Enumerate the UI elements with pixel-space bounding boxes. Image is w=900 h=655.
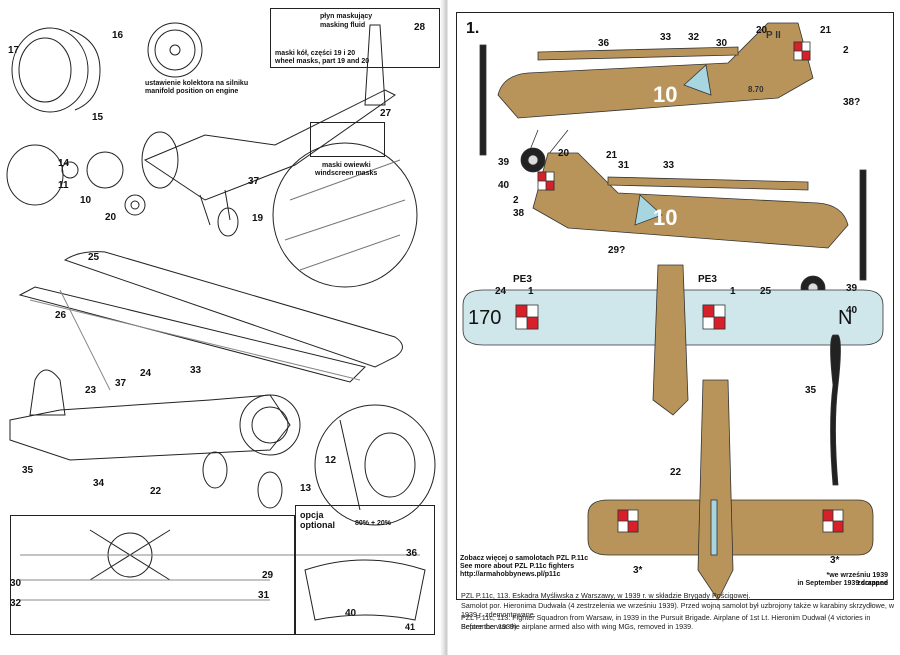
part-number: 35 <box>22 465 34 476</box>
callout: 25 <box>760 286 772 297</box>
see-more-en: See more about PZL P.11c fighters <box>460 563 575 570</box>
part-number: 40 <box>345 608 357 619</box>
option-en: optional <box>300 520 335 530</box>
tail-code: P II <box>766 30 781 41</box>
part-number: 10 <box>80 195 92 206</box>
assembly-page: płyn maskujący masking fluid maski kół, … <box>0 0 445 655</box>
callout: 31 <box>618 160 630 171</box>
paint-mix: 80% + 20% <box>355 520 391 527</box>
scheme-frame <box>456 12 894 600</box>
painting-drawings <box>462 22 884 601</box>
callout: 24 <box>495 286 507 297</box>
callout: 32 <box>688 32 700 43</box>
callout: 39 <box>498 157 510 168</box>
callout: 21 <box>606 150 618 161</box>
part-number: 16 <box>112 30 124 41</box>
part-number: 11 <box>58 180 69 191</box>
part-number: 25 <box>88 252 100 263</box>
callout: 38? <box>843 97 861 108</box>
callout: PE3 <box>698 274 717 285</box>
description-pl-1: PZL P.11c, 113. Eskadra Myśliwska z Wars… <box>461 591 751 600</box>
see-more-pl: Zobacz więcej o samolotach PZL P.11c <box>460 555 589 562</box>
callout: PE3 <box>513 274 532 285</box>
wing-code-right: N <box>838 307 853 329</box>
callout: 40 <box>498 180 510 191</box>
callout: 33 <box>663 160 675 171</box>
part-number: 29 <box>262 570 274 581</box>
part-number: 30 <box>10 578 22 589</box>
scraped-note-en: in September 1939 scraped <box>797 580 888 587</box>
serial-number: 8.70 <box>748 85 764 94</box>
wheel-mask-box <box>270 8 440 68</box>
callout: 2 <box>843 45 849 56</box>
description-en-2: Before the war the airplane armed also w… <box>461 622 694 631</box>
part-number: 26 <box>55 310 67 321</box>
wheel-masks-pl: maski kół, części 19 i 20 <box>275 50 356 57</box>
option-box <box>295 505 435 635</box>
part-number: 24 <box>140 368 152 379</box>
part-number: 13 <box>300 483 312 494</box>
part-number: 34 <box>93 478 105 489</box>
masking-fluid-en: masking fluid <box>320 22 366 29</box>
page-number: 41 <box>405 622 416 632</box>
windscreen-pl: maski owiewki <box>322 162 371 169</box>
callout: 35 <box>805 385 817 396</box>
callout: 1 <box>528 286 534 297</box>
callout: 2 <box>513 195 519 206</box>
final-assembly-box <box>10 515 295 635</box>
callout: 20 <box>756 25 768 36</box>
option-pl: opcja <box>300 510 324 520</box>
description-en-1: PZL P.11c, 113. Fighter Squadron from Wa… <box>461 613 871 631</box>
callout: 1 <box>730 286 736 297</box>
description-pl-2: Samolot por. Hieronima Dudwała (4 zestrz… <box>461 601 895 619</box>
callout: 36 <box>598 38 610 49</box>
part-number: 14 <box>58 158 70 169</box>
callout: 33 <box>660 32 672 43</box>
manifold-pl: ustawienie kolektora na silniku <box>145 80 249 87</box>
see-more-url[interactable]: http://armahobbynews.pl/p11c <box>460 571 561 578</box>
callout: 22 <box>670 467 682 478</box>
fuselage-number-right: 10 <box>653 205 678 230</box>
windscreen-mask-inset <box>310 122 385 157</box>
part-number: 22 <box>150 486 162 497</box>
callout: 29? <box>608 245 626 256</box>
part-number: 32 <box>10 598 22 609</box>
part-number: 27 <box>380 108 392 119</box>
assembly-drawings <box>6 22 436 621</box>
part-number: 15 <box>92 112 104 123</box>
part-number: 37 <box>115 378 127 389</box>
part-number: 31 <box>258 590 270 601</box>
callout: 30 <box>716 38 728 49</box>
scheme-number: 1. <box>466 20 480 37</box>
callout: 40 <box>846 305 858 316</box>
masking-fluid-pl: płyn maskujący <box>320 13 373 20</box>
part-number: 23 <box>85 385 97 396</box>
part-number: 37 <box>248 176 260 187</box>
part-number: 12 <box>325 455 337 466</box>
wheel-masks-en: wheel masks, part 19 and 20 <box>275 58 370 65</box>
windscreen-en: windscreen masks <box>315 170 378 177</box>
part-number: 36 <box>406 548 418 559</box>
part-number: 19 <box>252 213 264 224</box>
callout: 38 <box>513 208 525 219</box>
part-number: 28 <box>414 22 426 33</box>
callout: 20 <box>558 148 570 159</box>
fuselage-number: 10 <box>653 82 678 107</box>
callout: 21 <box>820 25 832 36</box>
callout: 3* <box>633 565 643 576</box>
scraped-note-pl: *we wrześniu 1939 zdrapane <box>826 572 888 587</box>
callout: 39 <box>846 283 858 294</box>
part-number: 33 <box>190 365 202 376</box>
part-number: 17 <box>8 45 20 56</box>
part-number: 20 <box>105 212 117 223</box>
painting-page: 1. <box>448 0 900 655</box>
manifold-en: manifold position on engine <box>145 88 239 95</box>
wing-code-left: 170 <box>468 307 502 329</box>
callout: 3* <box>830 555 840 566</box>
